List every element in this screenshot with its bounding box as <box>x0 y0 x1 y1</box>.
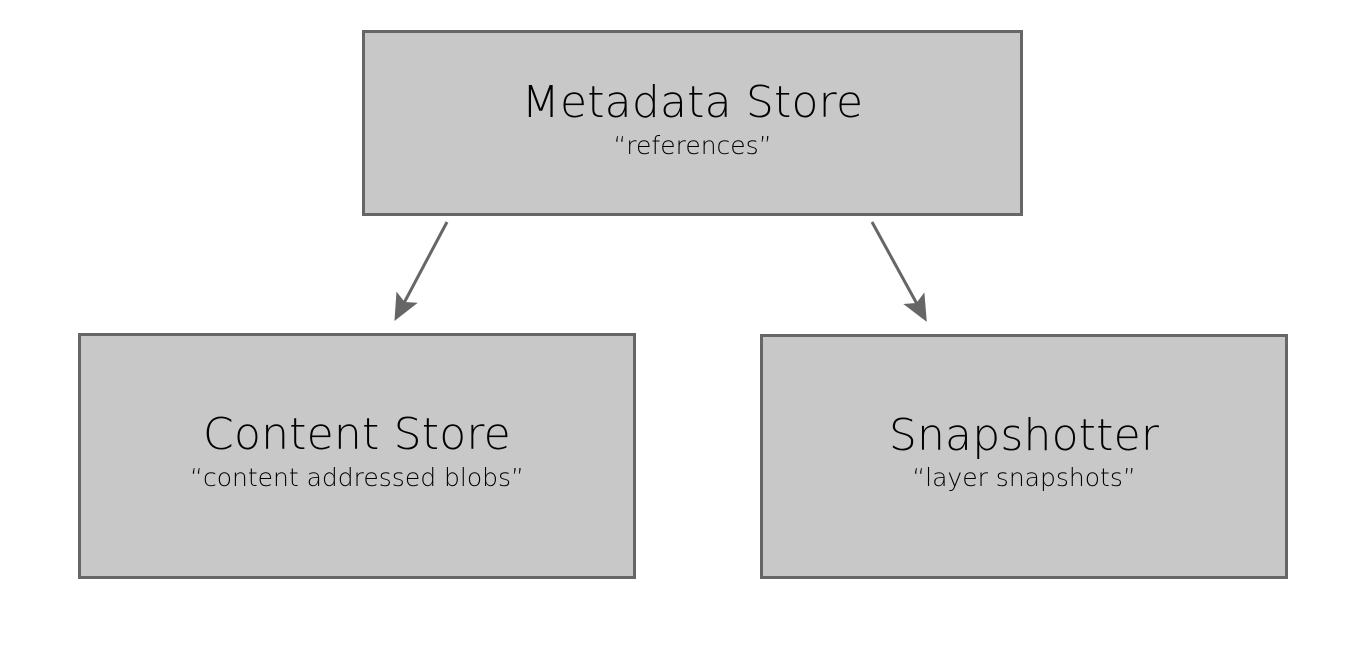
edge-metadata-to-snapshotter <box>870 221 927 322</box>
node-snapshotter[interactable]: Snapshotter “layer snapshots” <box>760 334 1288 579</box>
edge-metadata-to-content <box>394 221 449 322</box>
node-content-store-content: Content Store “content addressed blobs” <box>190 411 524 493</box>
node-snapshotter-subtitle: “layer snapshots” <box>912 463 1136 493</box>
node-content-store-subtitle: “content addressed blobs” <box>190 462 524 492</box>
node-content-store[interactable]: Content Store “content addressed blobs” <box>78 333 636 579</box>
node-metadata-store-title: Metadata Store <box>521 77 864 129</box>
node-snapshotter-content: Snapshotter “layer snapshots” <box>889 412 1159 494</box>
node-metadata-store-content: Metadata Store “references” <box>522 79 863 161</box>
node-content-store-title: Content Store <box>203 409 511 461</box>
node-metadata-store[interactable]: Metadata Store “references” <box>362 30 1023 216</box>
node-metadata-store-subtitle: “references” <box>613 130 772 160</box>
node-snapshotter-title: Snapshotter <box>888 409 1160 461</box>
